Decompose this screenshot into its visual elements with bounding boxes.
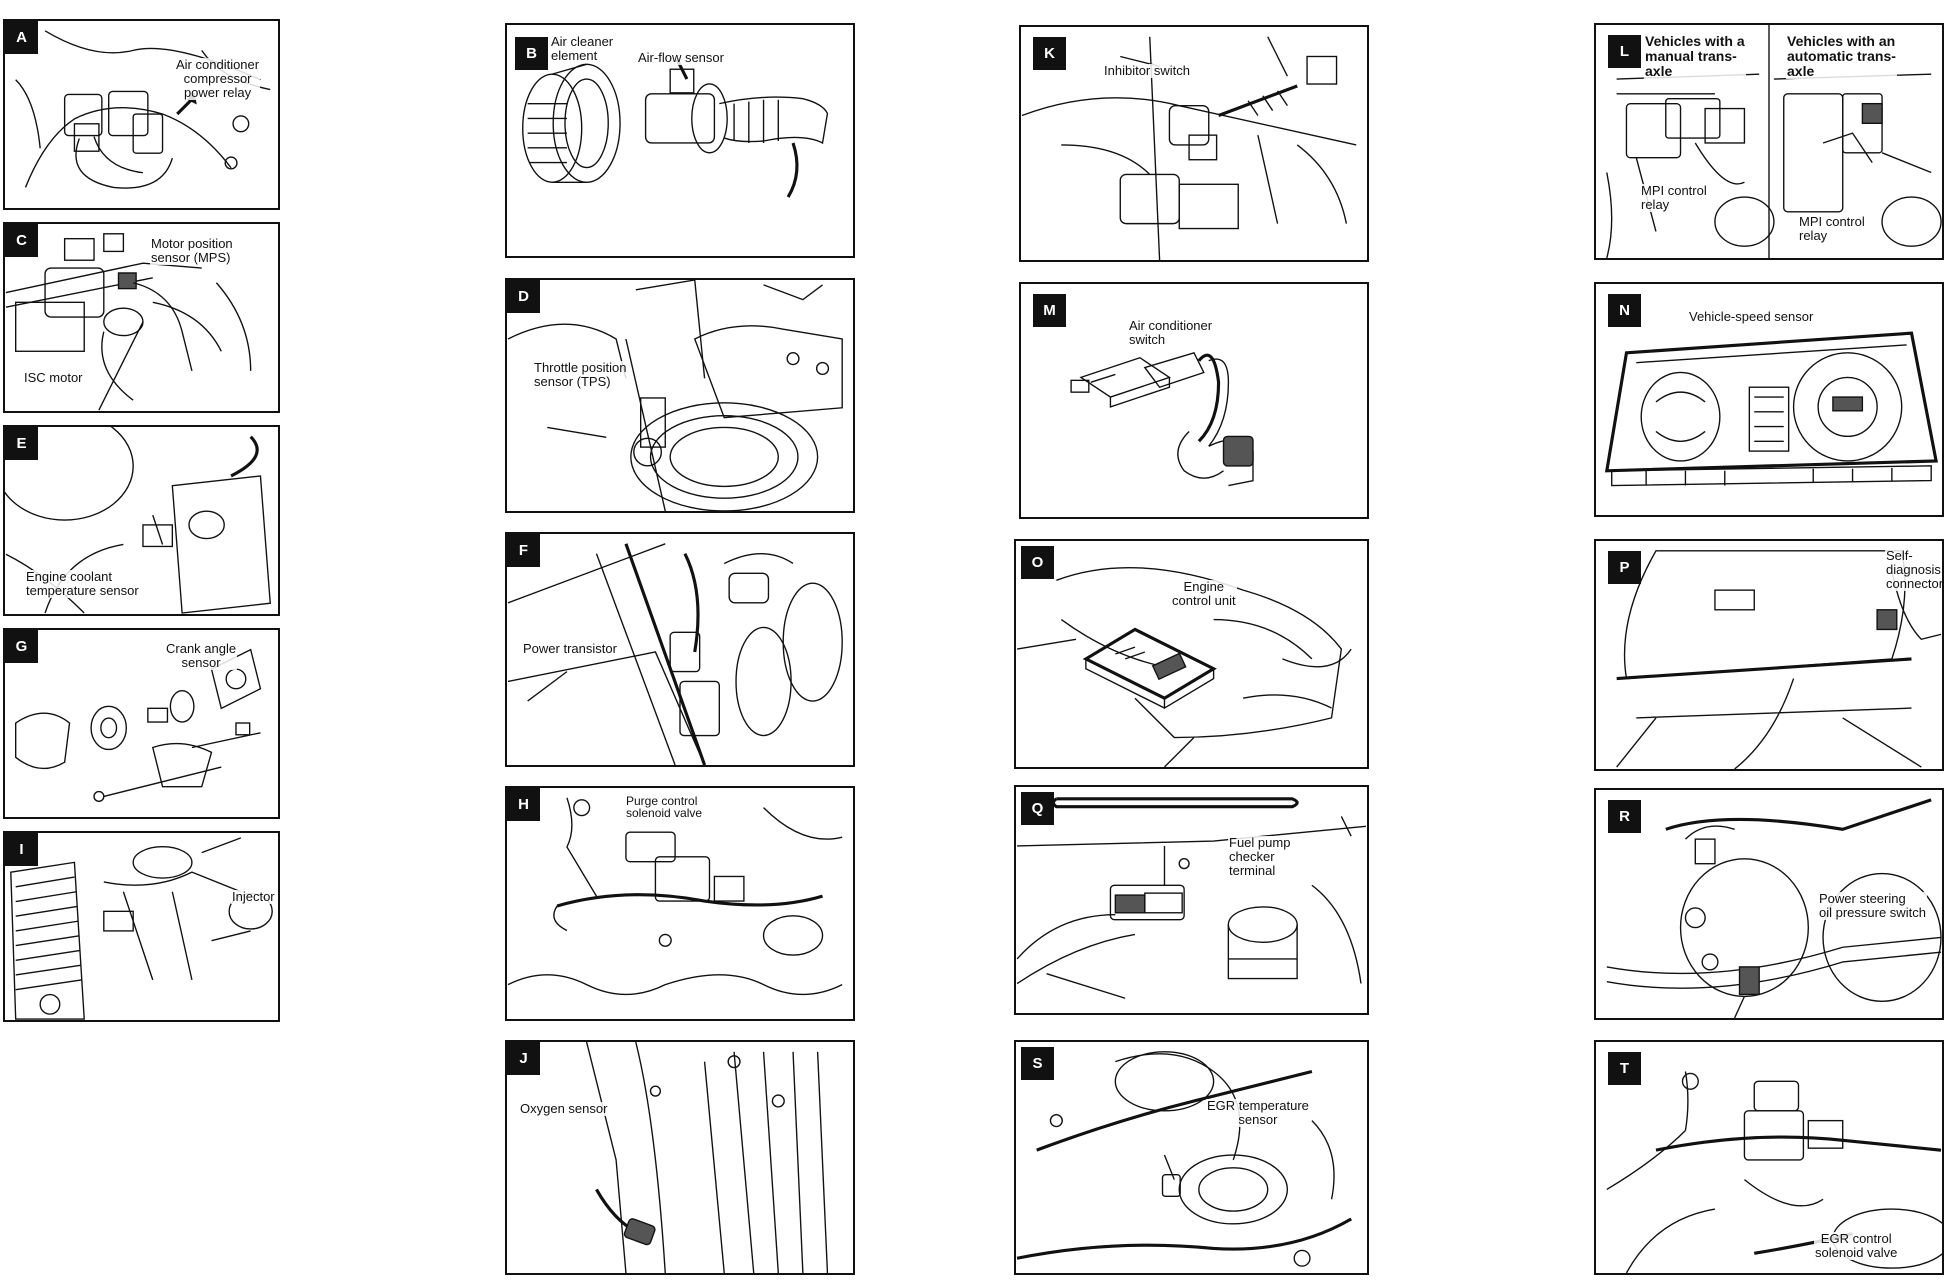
label-air-cleaner-element: Air cleaner element xyxy=(550,34,615,63)
self-diagnosis-connector-illustration xyxy=(1616,550,1942,769)
panel-p: P Self-diagnosis connector xyxy=(1594,539,1944,771)
panel-letter: P xyxy=(1608,551,1641,584)
panel-letter: A xyxy=(5,21,38,54)
label-isc-motor: ISC motor xyxy=(23,370,84,385)
panel-l: L Vehicles with a manual trans- axle Veh… xyxy=(1594,23,1944,260)
label-motor-position-sensor: Motor position sensor (MPS) xyxy=(150,236,234,265)
panel-letter: C xyxy=(5,224,38,257)
panel-letter: I xyxy=(5,833,38,866)
label-air-conditioner-switch: Air conditioner switch xyxy=(1128,318,1214,347)
inhibitor-switch-illustration xyxy=(1021,36,1357,260)
panel-b: B Air cleaner element Air-flow sensor xyxy=(505,23,855,258)
label-power-steering-oil-pressure-switch: Power steering oil pressure switch xyxy=(1818,891,1927,920)
label-vehicle-speed-sensor: Vehicle-speed sensor xyxy=(1688,309,1815,324)
egr-control-solenoid-valve-illustration xyxy=(1606,1071,1942,1273)
oxygen-sensor-illustration xyxy=(585,1042,829,1273)
label-fuel-pump-checker-terminal: Fuel pump checker terminal xyxy=(1228,835,1292,878)
panel-t: T EGR control solenoid valve xyxy=(1594,1040,1944,1275)
label-egr-temperature-sensor: EGR temperature sensor xyxy=(1206,1098,1310,1127)
crank-angle-sensor-exploded-view xyxy=(15,648,262,803)
purge-control-solenoid-valve-illustration xyxy=(507,797,843,996)
label-inhibitor-switch: Inhibitor switch xyxy=(1103,63,1191,78)
throttle-position-sensor-illustration xyxy=(507,280,843,511)
panel-letter: R xyxy=(1608,800,1641,833)
injector-illustration xyxy=(10,837,273,1020)
panel-k: K Inhibitor switch xyxy=(1019,25,1369,262)
panel-letter: L xyxy=(1608,35,1641,68)
label-purge-control-solenoid-valve: Purge control solenoid valve xyxy=(625,794,704,820)
panel-a: A Air conditioner compressor power relay xyxy=(3,19,280,210)
label-automatic-transaxle: Vehicles with an automatic trans- axle xyxy=(1786,33,1897,79)
label-mpi-control-relay-automatic: MPI control relay xyxy=(1798,214,1866,243)
panel-j: J Oxygen sensor xyxy=(505,1040,855,1275)
panel-letter: H xyxy=(507,788,540,821)
coolant-sensor-illustration xyxy=(5,427,271,614)
panel-letter: O xyxy=(1021,546,1054,579)
panel-letter: M xyxy=(1033,294,1066,327)
power-steering-oil-pressure-switch-illustration xyxy=(1606,798,1942,1018)
panel-letter: B xyxy=(515,37,548,70)
label-engine-coolant-temperature-sensor: Engine coolant temperature sensor xyxy=(25,569,140,598)
panel-q: Q Fuel pump checker terminal xyxy=(1014,785,1369,1015)
label-throttle-position-sensor: Throttle position sensor (TPS) xyxy=(533,360,628,389)
label-power-transistor: Power transistor xyxy=(522,641,618,656)
egr-temperature-sensor-illustration xyxy=(1016,1051,1353,1267)
panel-letter: J xyxy=(507,1042,540,1075)
panel-letter: G xyxy=(5,630,38,663)
label-oxygen-sensor: Oxygen sensor xyxy=(519,1101,609,1116)
panel-n: N Vehicle-speed sensor xyxy=(1594,282,1944,517)
panel-o: O Engine control unit xyxy=(1014,539,1369,769)
label-air-flow-sensor: Air-flow sensor xyxy=(637,50,725,65)
panel-i: I Injector xyxy=(3,831,280,1022)
panel-letter: N xyxy=(1608,294,1641,327)
panel-letter: Q xyxy=(1021,792,1054,825)
panel-letter: T xyxy=(1608,1052,1641,1085)
label-egr-control-solenoid-valve: EGR control solenoid valve xyxy=(1814,1231,1899,1260)
label-ac-compressor-power-relay: Air conditioner compressor power relay xyxy=(175,57,261,100)
panel-c: C Motor position sensor (MPS) ISC motor xyxy=(3,222,280,413)
panel-g: G Crank angle sensor xyxy=(3,628,280,819)
panel-r: R Power steering oil pressure switch xyxy=(1594,788,1944,1020)
panel-letter: K xyxy=(1033,37,1066,70)
relay-illustration xyxy=(15,30,271,189)
fuel-pump-checker-terminal-illustration xyxy=(1016,797,1366,999)
panel-letter: S xyxy=(1021,1047,1054,1080)
label-crank-angle-sensor: Crank angle sensor xyxy=(165,641,238,670)
panel-f: F Power transistor xyxy=(505,532,855,767)
label-injector: Injector xyxy=(231,889,276,904)
power-transistor-illustration xyxy=(507,543,843,765)
panel-e: E Engine coolant temperature sensor xyxy=(3,425,280,616)
panel-letter: E xyxy=(5,427,38,460)
panel-h: H Purge control solenoid valve xyxy=(505,786,855,1021)
engine-control-unit-illustration xyxy=(1016,566,1352,767)
vehicle-speed-sensor-cluster-illustration xyxy=(1604,331,1938,487)
label-mpi-control-relay-manual: MPI control relay xyxy=(1640,183,1708,212)
label-self-diagnosis-connector: Self-diagnosis connector xyxy=(1885,548,1944,591)
panel-letter: D xyxy=(507,280,540,313)
air-conditioner-switch-illustration xyxy=(1070,351,1254,487)
isc-motor-illustration xyxy=(5,233,252,411)
label-engine-control-unit: Engine control unit xyxy=(1171,579,1237,608)
panel-letter: F xyxy=(507,534,540,567)
panel-d: D Throttle position sensor (TPS) xyxy=(505,278,855,513)
panel-m: M Air conditioner switch xyxy=(1019,282,1369,519)
label-manual-transaxle: Vehicles with a manual trans- axle xyxy=(1644,33,1746,79)
panel-s: S EGR temperature sensor xyxy=(1014,1040,1369,1275)
